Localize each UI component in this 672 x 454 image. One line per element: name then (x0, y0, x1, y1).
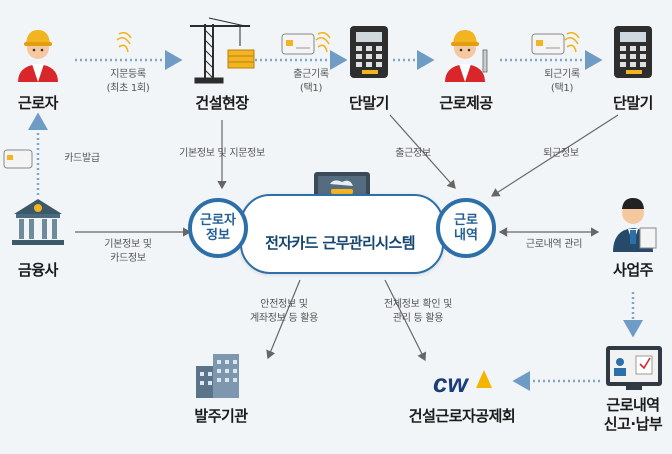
employer-icon (613, 198, 657, 252)
node-terminal-out: 단말기 (613, 94, 653, 112)
system-box (240, 194, 444, 274)
terminal-icon (350, 26, 388, 78)
edge-bank-info-line2: 카드정보 (110, 253, 146, 264)
edge-clock-in: 출근기록 (택1) (293, 68, 329, 96)
flow-arrows-system (75, 114, 619, 362)
bank-icon (12, 199, 64, 245)
edge-overall-line1: 전체정보 확인 및 (383, 299, 453, 310)
work-history-line1: 근로 (454, 213, 478, 228)
node-client: 발주기관 (194, 407, 248, 425)
node-report-line1: 근로내역 (606, 396, 660, 414)
system-title: 전자카드 근무관리시스템 (265, 234, 415, 252)
node-worker: 근로자 (18, 94, 58, 112)
report-monitor-icon (606, 346, 662, 390)
work-history-circle: 근로 내역 (436, 198, 496, 258)
node-association: 건설근로자공제회 (408, 407, 516, 425)
association-logo: cw (433, 368, 492, 398)
worker-labor-icon (445, 30, 488, 82)
edge-safety: 안전정보 및 계좌정보 등 활용 (250, 298, 318, 326)
node-construction-site: 건설현장 (195, 94, 249, 112)
edge-attend-out: 퇴근정보 (543, 148, 579, 159)
worker-info-line2: 정보 (206, 228, 230, 243)
edge-fingerprint-line2: (최초 1회) (106, 83, 150, 94)
edge-fingerprint: 지문등록 (최초 1회) (107, 68, 150, 96)
crane-icon (190, 17, 250, 84)
edge-bank-info: 기본정보 및 카드정보 (104, 238, 152, 266)
edge-clock-in-line2: (택1) (299, 83, 323, 94)
edge-clock-out-line2: (택1) (550, 83, 574, 94)
edge-overall: 전체정보 확인 및 관리 등 활용 (384, 298, 452, 326)
terminal-out-icon (614, 26, 652, 78)
edge-safety-line1: 안전정보 및 (260, 299, 308, 310)
edge-overall-line2: 관리 등 활용 (392, 313, 444, 324)
edge-work-mgmt: 근로내역 관리 (525, 239, 583, 250)
edge-bank-info-line1: 기본정보 및 (104, 239, 152, 250)
container-icon (227, 49, 255, 69)
node-labor: 근로제공 (439, 94, 493, 112)
edge-clock-out-line1: 퇴근기록 (544, 69, 580, 80)
fingerprint-icon (116, 31, 580, 53)
logo-text: cw (433, 368, 469, 398)
edge-clock-in-line1: 출근기록 (293, 69, 329, 80)
edge-fingerprint-line1: 지문등록 (110, 69, 146, 80)
node-bank: 금융사 (18, 261, 58, 279)
node-report: 근로내역 신고·납부 (603, 396, 663, 434)
worker-icon (18, 30, 58, 82)
node-employer: 사업주 (613, 261, 653, 279)
edge-attend-in: 출근정보 (395, 148, 431, 159)
edge-clock-out: 퇴근기록 (택1) (544, 68, 580, 96)
worker-info-line1: 근로자 (200, 213, 236, 228)
edge-card-issue: 카드발급 (64, 153, 100, 164)
card-icon (3, 33, 565, 169)
edge-safety-line2: 계좌정보 등 활용 (249, 313, 319, 324)
flow-arrows-top (28, 50, 643, 391)
node-terminal-in: 단말기 (349, 94, 389, 112)
node-report-line2: 신고·납부 (603, 415, 663, 433)
work-history-line2: 내역 (454, 228, 478, 243)
worker-info-circle: 근로자 정보 (188, 198, 248, 258)
client-building-icon (196, 354, 239, 398)
edge-basic-fingerprint: 기본정보 및 지문정보 (179, 148, 265, 159)
